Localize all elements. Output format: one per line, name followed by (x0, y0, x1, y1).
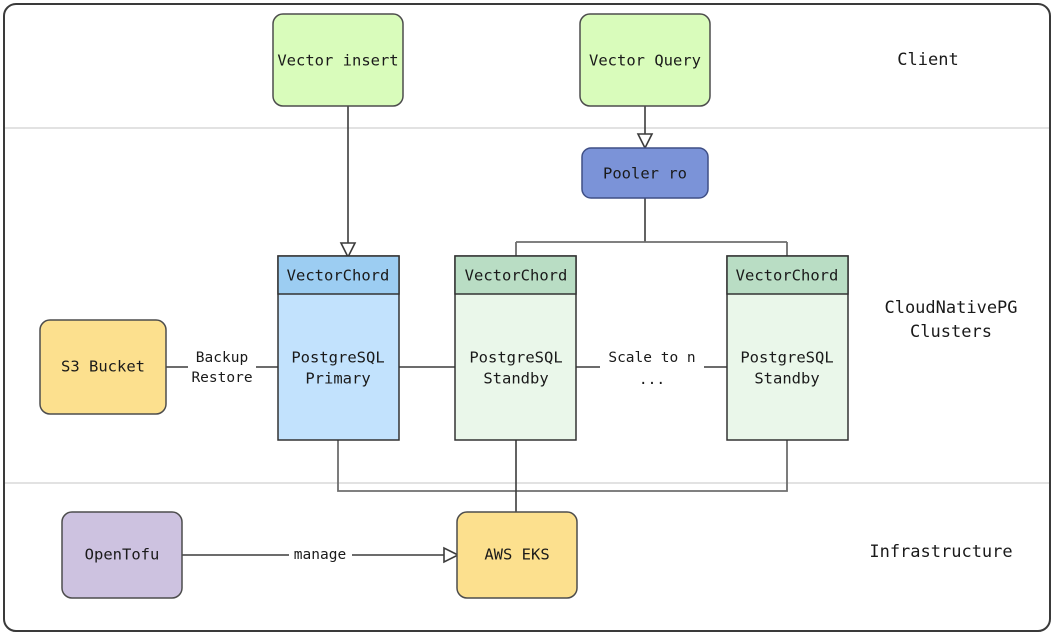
node-primary-body-line2: Primary (305, 370, 370, 388)
edge-label-scale-line2: ... (639, 372, 665, 388)
lane-label-clusters-line2: Clusters (910, 322, 992, 342)
node-s3-bucket[interactable]: S3 Bucket (39, 319, 167, 415)
node-standby-1-body-line1: PostgreSQL (469, 349, 562, 367)
node-vector-query-label: Vector Query (589, 52, 701, 70)
node-s3-bucket-label: S3 Bucket (61, 358, 145, 376)
node-postgresql-standby-1[interactable]: VectorChord PostgreSQL Standby (454, 255, 577, 441)
node-vector-query[interactable]: Vector Query (579, 13, 711, 107)
node-aws-eks[interactable]: AWS EKS (456, 511, 578, 599)
arrowhead-insert-to-primary (339, 242, 357, 259)
arrowhead-manage-to-eks (443, 546, 460, 564)
node-opentofu-label: OpenTofu (85, 546, 160, 564)
edge-label-backup-restore: Backup Restore (191, 350, 252, 386)
node-primary-body-line1: PostgreSQL (291, 349, 384, 367)
node-standby-1-header-label: VectorChord (465, 267, 568, 285)
node-pooler-ro-shape (581, 147, 709, 199)
node-vector-insert-label: Vector insert (277, 52, 398, 70)
edge-db-bus-to-infrastructure (337, 440, 788, 492)
node-postgresql-primary[interactable]: VectorChord PostgreSQL Primary (277, 255, 400, 441)
node-aws-eks-label: AWS EKS (484, 546, 549, 564)
node-opentofu[interactable]: OpenTofu (61, 511, 183, 599)
node-vector-insert-shape (272, 13, 404, 107)
node-postgresql-standby-n[interactable]: VectorChord PostgreSQL Standby (726, 255, 849, 441)
node-standby-n-body-line2: Standby (754, 370, 819, 388)
node-standby-n-body-line1: PostgreSQL (740, 349, 833, 367)
node-vector-query-shape (579, 13, 711, 107)
node-standby-n-header-label: VectorChord (736, 267, 839, 285)
node-opentofu-shape (61, 511, 183, 599)
lane-label-infrastructure: Infrastructure (869, 542, 1012, 562)
node-standby-1-header-shape (454, 255, 577, 295)
edge-label-scale-line1: Scale to n (608, 350, 695, 366)
lane-label-client: Client (897, 50, 958, 70)
edge-label-backup-line1: Backup (196, 350, 248, 366)
arrowhead-query-to-pooler (636, 133, 654, 150)
node-pooler-ro-label: Pooler ro (603, 165, 687, 183)
lane-label-cloudnativepg-clusters: CloudNativePG Clusters (884, 298, 1017, 342)
node-primary-header-label: VectorChord (287, 267, 390, 285)
edge-label-manage: manage (294, 547, 346, 563)
node-standby-1-body-line2: Standby (483, 370, 548, 388)
node-primary-header-shape (277, 255, 400, 295)
edge-label-backup-line2: Restore (191, 370, 252, 386)
node-s3-bucket-shape (39, 319, 167, 415)
node-pooler-ro[interactable]: Pooler ro (581, 147, 709, 199)
node-standby-n-header-shape (726, 255, 849, 295)
lane-label-clusters-line1: CloudNativePG (884, 298, 1017, 318)
edge-label-scale-to-n: Scale to n ... (608, 350, 695, 388)
node-vector-insert[interactable]: Vector insert (272, 13, 404, 107)
node-aws-eks-shape (456, 511, 578, 599)
